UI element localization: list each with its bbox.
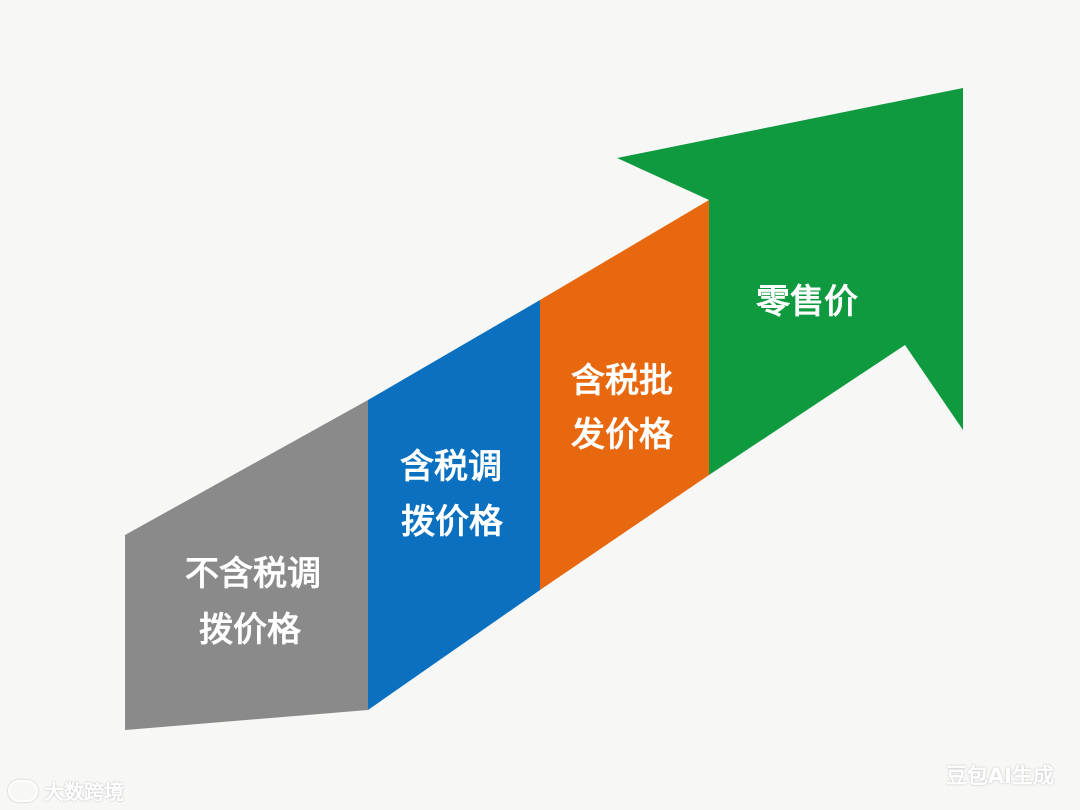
watermark-right: 豆包AI生成: [945, 764, 1054, 788]
segment-untaxed-transfer-price: [125, 400, 368, 730]
label-taxed-transfer-line2: 拨价格: [401, 502, 504, 542]
watermark-left-text: 大数跨境: [44, 780, 124, 804]
watermark-left: 大数跨境: [8, 776, 124, 805]
segment-retail-price-arrow: [617, 88, 963, 475]
label-untaxed-transfer-line2: 拨价格: [199, 610, 302, 650]
brand-logo-icon: [8, 779, 38, 802]
segment-taxed-transfer-price: [368, 300, 540, 710]
label-retail-price: 零售价: [756, 282, 858, 322]
label-taxed-wholesale-line2: 发价格: [571, 415, 674, 455]
label-taxed-transfer-line1: 含税调: [400, 447, 502, 487]
label-taxed-wholesale-line1: 含税批: [571, 361, 673, 401]
label-untaxed-transfer-line1: 不含税调: [185, 554, 321, 594]
segment-taxed-wholesale-price: [540, 200, 709, 590]
